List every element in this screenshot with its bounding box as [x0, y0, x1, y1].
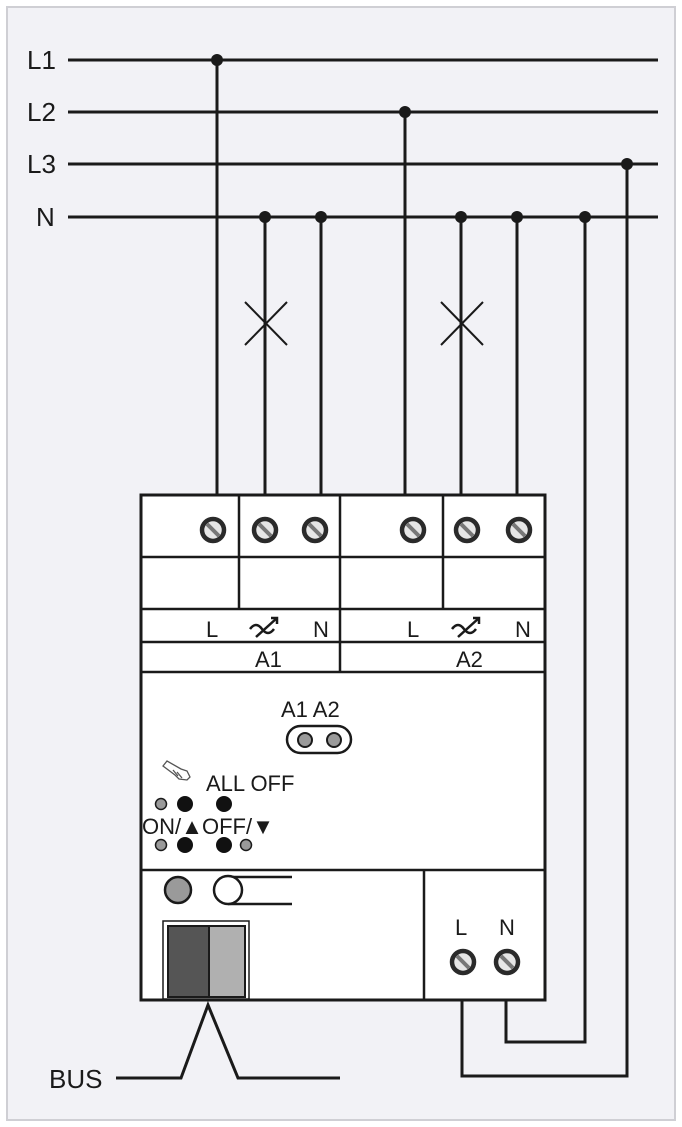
button-all-off[interactable] [216, 796, 232, 812]
selector-label: A1 A2 [281, 697, 340, 722]
terminal-screw [456, 519, 478, 541]
manual-operation-hand-icon [162, 760, 191, 781]
label-l3: L3 [27, 149, 56, 179]
button-on-up[interactable] [177, 837, 193, 853]
bus-cable [116, 1000, 340, 1080]
all-off-label: ALL OFF [206, 771, 294, 796]
supply-l-label: L [455, 915, 467, 940]
status-led [154, 797, 168, 811]
terminal-screw [508, 519, 530, 541]
button-on-a1[interactable] [177, 796, 193, 812]
status-led [154, 838, 168, 852]
label-n: N [36, 202, 55, 232]
led-a1 [297, 732, 313, 748]
lamp-icon [440, 301, 484, 346]
supply-lines: L1 L2 L3 N [27, 45, 658, 232]
programming-button[interactable] [212, 874, 244, 906]
switch-actuator-device: L N L N A1 A2 A1 A2 ALL OFF ON/▲ OFF/▼ [139, 493, 547, 1002]
terminal-screw [202, 519, 224, 541]
status-led [239, 838, 253, 852]
label-l2: L2 [27, 97, 56, 127]
channel-a2-label: A2 [456, 647, 483, 672]
lamp-icon [244, 301, 288, 346]
terminal-screw [254, 519, 276, 541]
bus-label: BUS [49, 1064, 102, 1094]
dimmable-load-icon [249, 616, 279, 638]
led-a2 [326, 732, 342, 748]
terminal-screw [452, 951, 474, 973]
terminal-screw [402, 519, 424, 541]
button-off-down[interactable] [216, 837, 232, 853]
a1-l-label: L [206, 617, 218, 642]
terminal-screw [496, 951, 518, 973]
a2-l-label: L [407, 617, 419, 642]
channel-a1-label: A1 [255, 647, 282, 672]
off-down-label: OFF/▼ [202, 814, 274, 839]
a1-n-label: N [313, 617, 329, 642]
dimmable-load-icon [451, 616, 481, 638]
label-l1: L1 [27, 45, 56, 75]
on-up-label: ON/▲ [142, 814, 203, 839]
a2-n-label: N [515, 617, 531, 642]
supply-n-label: N [499, 915, 515, 940]
terminal-screw [304, 519, 326, 541]
wires [211, 54, 633, 1078]
programming-led [163, 875, 193, 905]
